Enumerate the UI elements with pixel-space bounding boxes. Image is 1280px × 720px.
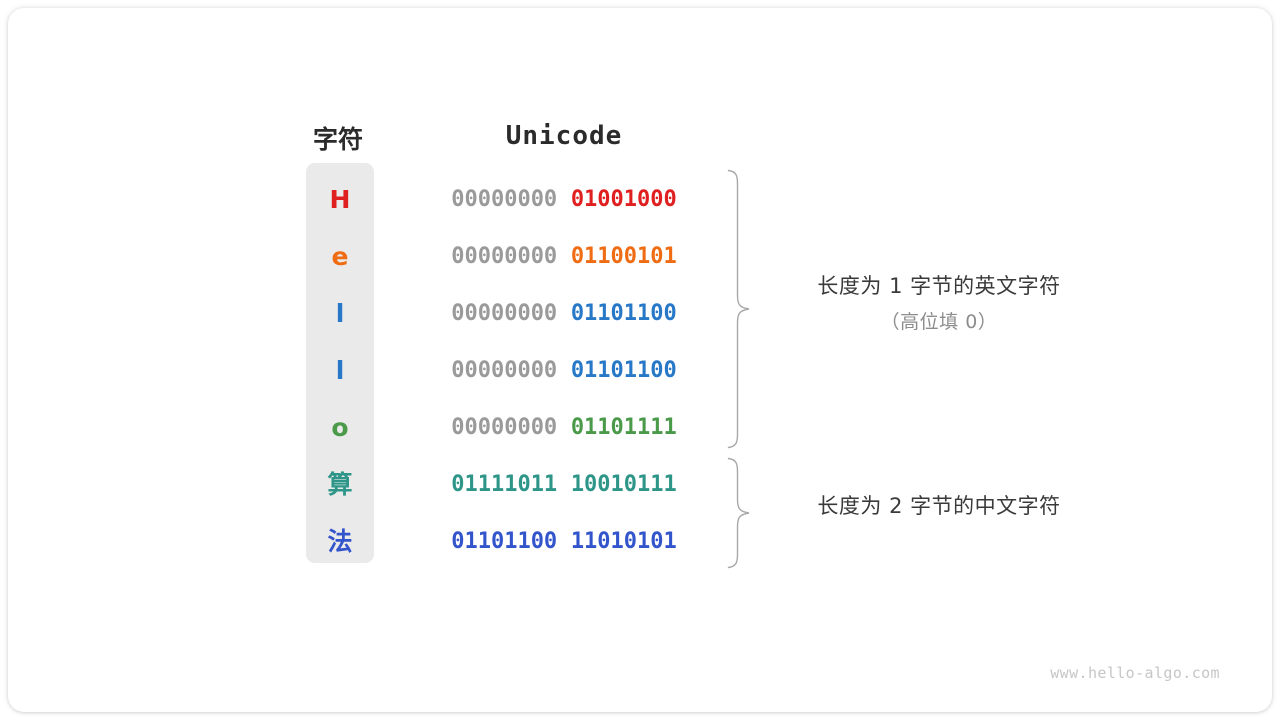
low-byte: 01100101: [570, 244, 677, 269]
annotation-ascii: 长度为 1 字节的英文字符 （高位填 0）: [764, 270, 1114, 334]
character-column-panel: [306, 163, 374, 563]
annotation-ascii-main: 长度为 1 字节的英文字符: [817, 274, 1061, 298]
annotation-ascii-sub: （高位填 0）: [880, 311, 998, 333]
column-header-character: 字符: [312, 126, 363, 154]
high-byte: 00000000: [451, 301, 558, 326]
low-byte: 01101100: [570, 301, 677, 326]
diagram-card: 字符 Unicode H 00000000 01001000 e 00000000 011…: [8, 8, 1272, 712]
row-character: 法: [327, 527, 353, 556]
brace-ascii-group: [727, 169, 750, 449]
column-header-unicode: Unicode: [505, 121, 623, 151]
low-byte: 11010101: [570, 529, 677, 554]
row-unicode-bits: 00000000 01001000: [424, 171, 704, 228]
low-byte: 01101100: [570, 358, 677, 383]
high-byte: 01101100: [451, 529, 558, 554]
row-character: 算: [327, 470, 353, 499]
row-unicode-bits: 00000000 01100101: [424, 228, 704, 285]
low-byte: 01001000: [570, 187, 677, 212]
row-character: o: [331, 413, 349, 442]
brace-cjk-group: [727, 457, 750, 569]
annotation-cjk: 长度为 2 字节的中文字符: [764, 490, 1114, 520]
row-character: e: [331, 242, 349, 271]
row-character: H: [329, 185, 351, 214]
row-unicode-bits: 00000000 01101100: [424, 342, 704, 399]
row-unicode-bits: 00000000 01101111: [424, 399, 704, 456]
row-unicode-bits: 01101100 11010101: [424, 513, 704, 570]
low-byte: 10010111: [570, 472, 677, 497]
annotation-cjk-main: 长度为 2 字节的中文字符: [817, 494, 1061, 518]
high-byte: 00000000: [451, 415, 558, 440]
row-unicode-bits: 01111011 10010111: [424, 456, 704, 513]
high-byte: 00000000: [451, 358, 558, 383]
row-character: l: [335, 299, 345, 328]
high-byte: 01111011: [451, 472, 558, 497]
row-character: l: [335, 356, 345, 385]
high-byte: 00000000: [451, 244, 558, 269]
high-byte: 00000000: [451, 187, 558, 212]
diagram-stage: 字符 Unicode H 00000000 01001000 e 00000000 011…: [8, 8, 1272, 712]
row-unicode-bits: 00000000 01101100: [424, 285, 704, 342]
watermark: www.hello-algo.com: [1050, 664, 1220, 682]
low-byte: 01101111: [570, 415, 677, 440]
